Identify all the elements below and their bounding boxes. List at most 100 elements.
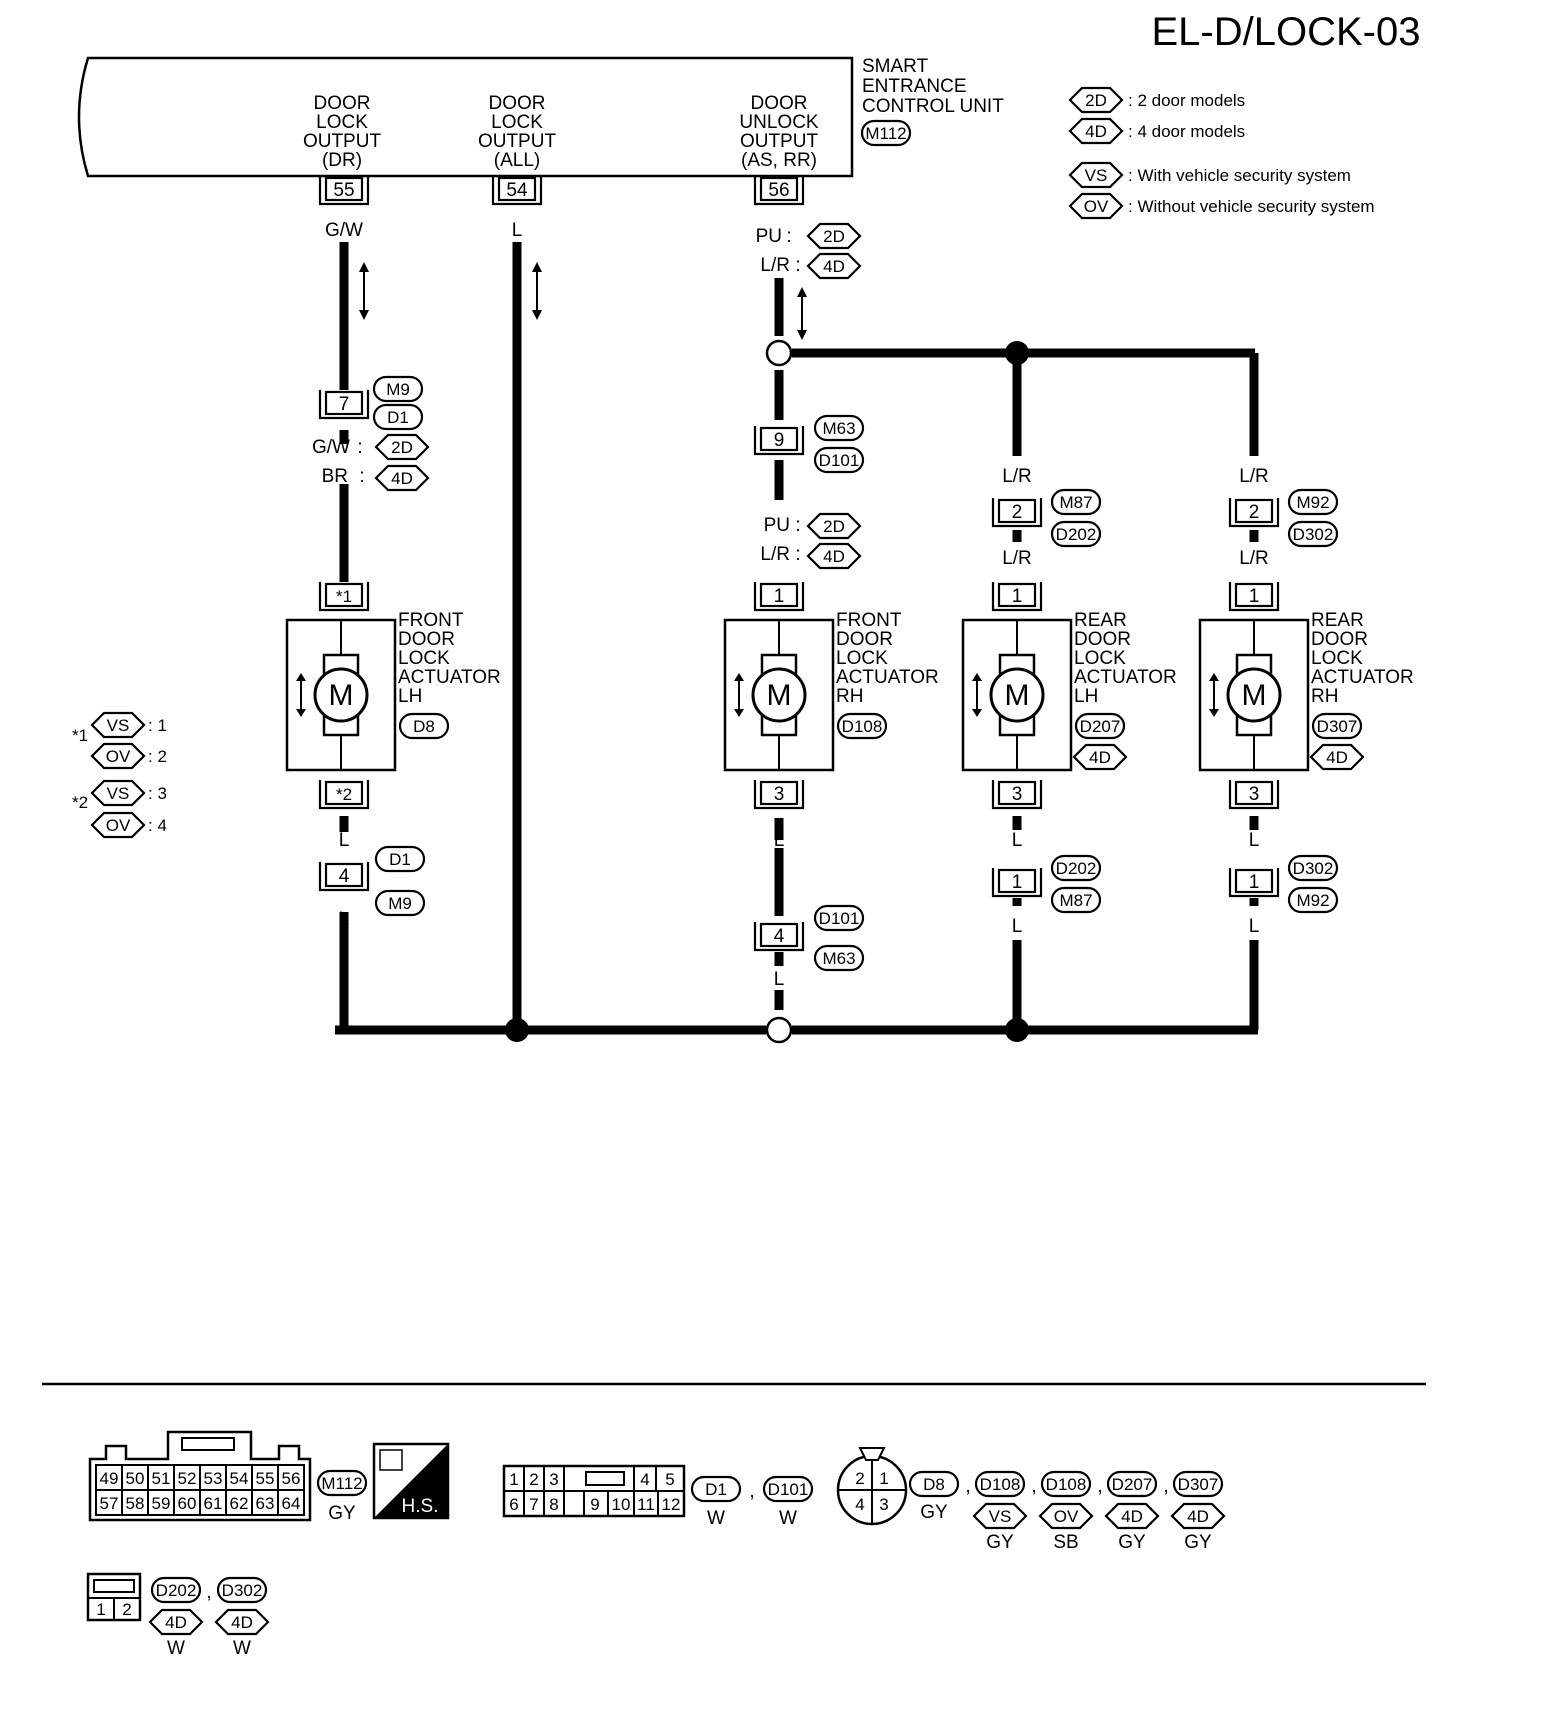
note-v4: : 4	[148, 816, 167, 835]
d202-face-id: D202	[156, 1581, 197, 1600]
legend-text-2d: : 2 door models	[1128, 91, 1245, 110]
pin-3-frh: 3	[774, 784, 785, 805]
junction-bottom-all	[505, 1018, 529, 1042]
conn-d207: D207	[1080, 717, 1121, 736]
round-pin-1: 1	[879, 1469, 888, 1488]
m112-pin-64: 64	[282, 1494, 301, 1513]
legend-code-vs: VS	[1085, 166, 1108, 185]
wire-label-lr-rr-2: L/R	[1239, 548, 1269, 569]
m112-pin-63: 63	[256, 1494, 275, 1513]
code-2d-a: 2D	[823, 227, 845, 246]
conn-m63-b: M63	[822, 949, 855, 968]
output-dr-line2: LOCK	[316, 112, 368, 133]
m112-pin-61: 61	[204, 1494, 223, 1513]
d108b-face-code: OV	[1054, 1507, 1079, 1526]
conn-d101-b: D101	[819, 909, 860, 928]
flh-line3: LOCK	[398, 648, 450, 669]
note-v1: : 1	[148, 716, 167, 735]
m112-face-id: M112	[321, 1474, 362, 1493]
rrh-line1: REAR	[1311, 610, 1364, 631]
rrh-line2: DOOR	[1311, 629, 1368, 650]
twelve-pin-12: 12	[662, 1495, 681, 1514]
twelve-pin-7: 7	[529, 1495, 538, 1514]
wire-colon-5: :	[795, 515, 800, 536]
motor-label-rlh: M	[1005, 679, 1030, 712]
d302-face-id: D302	[222, 1581, 263, 1600]
control-unit-connector: M112	[865, 124, 906, 143]
flh-line2: DOOR	[398, 629, 455, 650]
code-4d-a: 4D	[823, 257, 845, 276]
conn-d1-b: D1	[389, 850, 411, 869]
connector-face-d1-d101: 1 2 3 4 5 6 7 8 9 10 11 12 D1 W , D101 W	[502, 1464, 814, 1529]
m112-pin-50: 50	[126, 1469, 145, 1488]
wire-colon-3: :	[357, 437, 362, 458]
output-dr-line3: OUTPUT	[303, 131, 382, 152]
note-star2: *2	[72, 793, 88, 812]
wire-label-l-rr-1: L	[1249, 830, 1260, 851]
twelve-pin-1: 1	[509, 1470, 518, 1489]
twelve-pin-3: 3	[549, 1470, 558, 1489]
m112-pin-55: 55	[256, 1469, 275, 1488]
pin-star1: *1	[336, 587, 352, 606]
note-ov-1: OV	[106, 747, 131, 766]
output-asrr-line3: OUTPUT	[740, 131, 819, 152]
d8-face-id: D8	[923, 1475, 945, 1494]
code-4d-b: 4D	[391, 469, 413, 488]
junction-open-bottom	[765, 1016, 793, 1044]
round-pin-3: 3	[879, 1495, 888, 1514]
cu-pins: 55 54 56	[318, 174, 805, 206]
legend-code-ov: OV	[1084, 197, 1109, 216]
wire-label-l-rl-2: L	[1012, 916, 1023, 937]
d108a-face-id: D108	[980, 1475, 1021, 1494]
comma-4: ,	[1097, 1476, 1102, 1497]
output-dr-line1: DOOR	[314, 93, 371, 114]
legend-text-4d: : 4 door models	[1128, 122, 1245, 141]
wire-colon-4: :	[359, 466, 364, 487]
note-v2: : 2	[148, 747, 167, 766]
pin-4-flh: 4	[339, 866, 350, 887]
d101-face-id: D101	[768, 1480, 809, 1499]
pin-2-rr: 2	[1249, 502, 1260, 523]
connector-face-two-pin: 1 2 D202 4D W , D302 4D W	[86, 1572, 270, 1659]
connector-face-m112: 49 50 51 52 53 54 55 56 57 58 59 60 61 6…	[88, 1430, 368, 1524]
twelve-pin-8: 8	[549, 1495, 558, 1514]
frh-line5: RH	[836, 686, 863, 707]
pin-7: 7	[339, 394, 350, 415]
d202-face-code: 4D	[165, 1613, 187, 1632]
d202-face-color: W	[167, 1638, 185, 1659]
comma-5: ,	[1163, 1476, 1168, 1497]
wire-colon-2: :	[795, 255, 800, 276]
code-2d-c: 2D	[823, 517, 845, 536]
pin-1-rr-b: 1	[1249, 872, 1260, 893]
wire-label-gw: G/W	[325, 220, 363, 241]
wire-label-pu-2: PU	[764, 515, 790, 536]
conn-d8: D8	[413, 717, 435, 736]
current-arrows	[359, 262, 807, 340]
pin-star2: *2	[336, 785, 352, 804]
wire-label-l: L	[512, 220, 523, 241]
pin-3-rr: 3	[1249, 784, 1260, 805]
wire-label-gw-2: G/W	[312, 437, 350, 458]
d108b-face-id: D108	[1046, 1475, 1087, 1494]
conn-m9-b: M9	[388, 894, 412, 913]
notes: *1 VS : 1 OV : 2 *2 VS : 3 OV : 4	[72, 711, 167, 839]
wire-label-l-frh-1: L	[774, 830, 785, 851]
output-all-line1: DOOR	[489, 93, 546, 114]
wire-label-l-rr-2: L	[1249, 916, 1260, 937]
wire-label-l-flh-2: L	[339, 909, 350, 930]
d307-face-color: GY	[1184, 1532, 1212, 1553]
control-unit: SMART ENTRANCE CONTROL UNIT M112 DOOR LO…	[77, 56, 1004, 178]
code-4d-rrh: 4D	[1326, 748, 1348, 767]
m112-pin-62: 62	[230, 1494, 249, 1513]
output-all-line4: (ALL)	[494, 150, 540, 171]
m112-face-color: GY	[328, 1503, 356, 1524]
m112-pin-53: 53	[204, 1469, 223, 1488]
d307-face-code: 4D	[1187, 1507, 1209, 1526]
frh-line2: DOOR	[836, 629, 893, 650]
output-dr-line4: (DR)	[322, 150, 362, 171]
pin-1-rl: 1	[1012, 586, 1023, 607]
junction-open-top	[765, 339, 793, 367]
m112-pin-60: 60	[178, 1494, 197, 1513]
legend: 2D : 2 door models 4D : 4 door models VS…	[1068, 86, 1375, 220]
note-star1: *1	[72, 726, 88, 745]
